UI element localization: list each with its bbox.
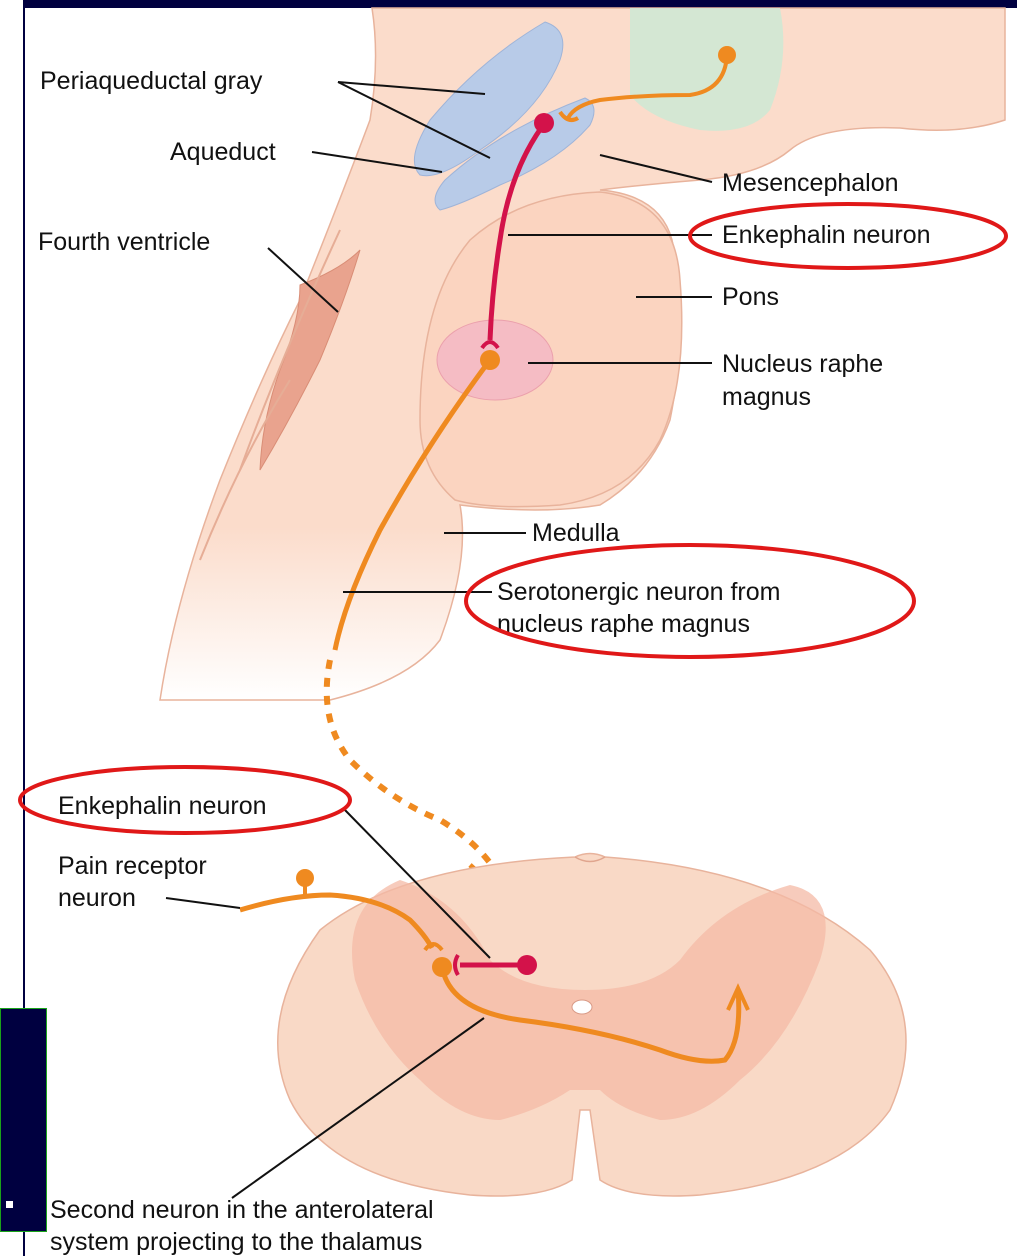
central-canal: [572, 1000, 592, 1014]
label-enkephalin-neuron-top: Enkephalin neuron: [722, 221, 931, 249]
bullet-marker: [6, 1201, 13, 1208]
label-medulla: Medulla: [532, 519, 620, 547]
tectum-shape: [630, 8, 783, 131]
label-mesencephalon: Mesencephalon: [722, 169, 899, 197]
label-fourth-ventricle: Fourth ventricle: [38, 228, 210, 256]
slide-side-box: [0, 1008, 47, 1232]
label-periaqueductal-gray: Periaqueductal gray: [40, 67, 263, 95]
label-second-neuron-2: system projecting to the thalamus: [50, 1228, 422, 1256]
label-serotonergic-2: nucleus raphe magnus: [497, 610, 750, 638]
label-pain-receptor-2: neuron: [58, 884, 136, 912]
label-pons: Pons: [722, 283, 779, 311]
label-nucleus-raphe-2: magnus: [722, 383, 811, 411]
label-enkephalin-neuron-bottom: Enkephalin neuron: [58, 792, 267, 820]
label-pain-receptor-1: Pain receptor: [58, 852, 207, 880]
label-nucleus-raphe-1: Nucleus raphe: [722, 350, 883, 378]
label-aqueduct: Aqueduct: [170, 138, 276, 166]
label-serotonergic-1: Serotonergic neuron from: [497, 578, 780, 606]
label-second-neuron-1: Second neuron in the anterolateral: [50, 1196, 434, 1224]
